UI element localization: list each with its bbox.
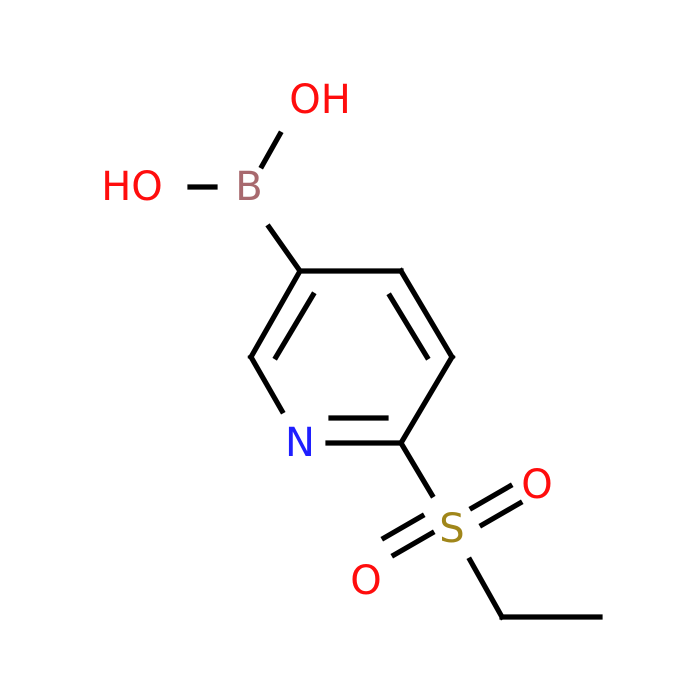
atom-label-sulfur: S bbox=[439, 506, 464, 552]
bond-sulfur-oxygen-right-a bbox=[468, 482, 514, 512]
atom-label-oxygen-right: O bbox=[521, 462, 552, 508]
atom-label-oxygen-bottom: O bbox=[350, 558, 381, 604]
atom-label-oh-top: OH bbox=[289, 77, 351, 123]
bond-n-c2 bbox=[247, 353, 286, 415]
bond-boron-oh-top bbox=[258, 130, 284, 170]
bond-sulfur-ethyl bbox=[466, 556, 506, 621]
bond-sulfur-oxygen-bottom-b bbox=[380, 512, 426, 542]
bond-c2-c3 bbox=[247, 267, 304, 361]
bond-sulfur-oxygen-right-b bbox=[478, 499, 524, 529]
atom-label-ho-left: HO bbox=[101, 164, 163, 210]
bond-c5-c6 bbox=[397, 353, 456, 447]
bond-boron-ring bbox=[265, 223, 304, 275]
bond-c4-c5 bbox=[397, 267, 456, 361]
bond-sulfur-oxygen-bottom-a bbox=[390, 529, 436, 559]
bond-c2-c3-inner bbox=[272, 291, 317, 361]
bond-c4-c5-inner bbox=[386, 292, 431, 361]
bonds bbox=[187, 130, 603, 621]
bond-ring-sulfur bbox=[397, 439, 436, 499]
atom-labels: OH HO B N S O O bbox=[101, 77, 553, 604]
atom-label-nitrogen: N bbox=[285, 420, 315, 466]
atom-label-boron: B bbox=[235, 164, 262, 210]
